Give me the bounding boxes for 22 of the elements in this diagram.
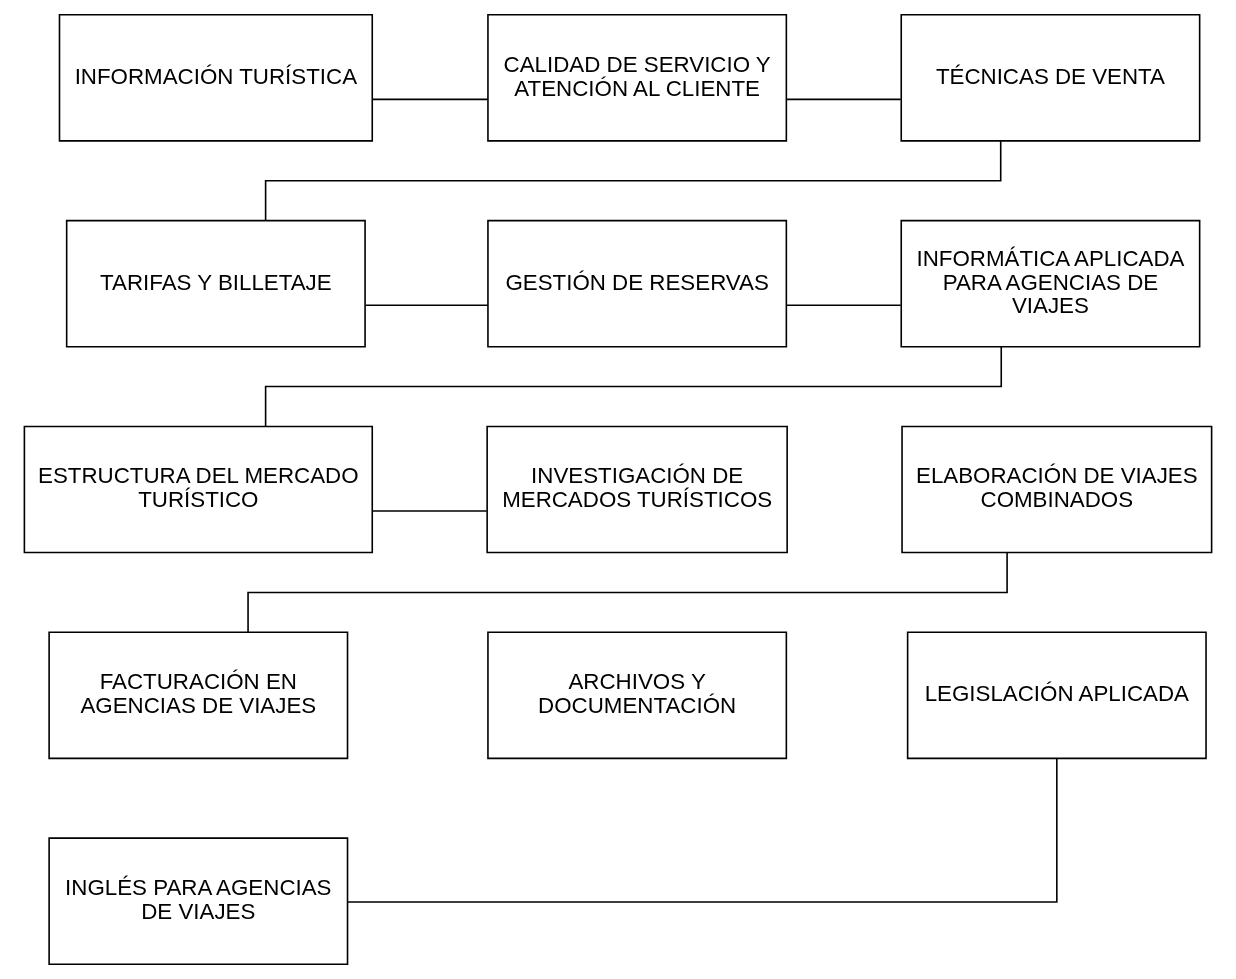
- node-box: ESTRUCTURA DEL MERCADO TURÍSTICO: [23, 425, 374, 554]
- node-box: LEGISLACIÓN APLICADA: [906, 631, 1207, 760]
- node-box: INVESTIGACIÓN DE MERCADOS TURÍSTICOS: [486, 425, 788, 554]
- node-box: ARCHIVOS Y DOCUMENTACIÓN: [487, 631, 788, 760]
- connector: [371, 98, 489, 101]
- connector: [785, 98, 902, 101]
- node-box: INFORMACIÓN TURÍSTICA: [58, 13, 374, 142]
- node-box: CALIDAD DE SERVICIO Y ATENCIÓN AL CLIENTE: [487, 13, 788, 142]
- connector: [347, 757, 1058, 903]
- connector: [371, 510, 488, 512]
- node-box: ELABORACIÓN DE VIAJES COMBINADOS: [901, 425, 1213, 554]
- connector: [264, 346, 1003, 427]
- connector: [785, 304, 902, 306]
- connector: [364, 304, 489, 306]
- node-box: INGLÉS PARA AGENCIAS DE VIAJES: [48, 837, 349, 966]
- node-box: TARIFAS Y BILLETAJE: [65, 219, 366, 348]
- connector: [247, 552, 1008, 633]
- node-box: INFORMÁTICA APLICADA PARA AGENCIAS DE VIAJES: [900, 219, 1201, 348]
- node-box: TÉCNICAS DE VENTA: [900, 13, 1201, 142]
- node-box: FACTURACIÓN EN AGENCIAS DE VIAJES: [48, 631, 349, 760]
- node-box: GESTIÓN DE RESERVAS: [487, 219, 788, 348]
- connector: [264, 140, 1002, 221]
